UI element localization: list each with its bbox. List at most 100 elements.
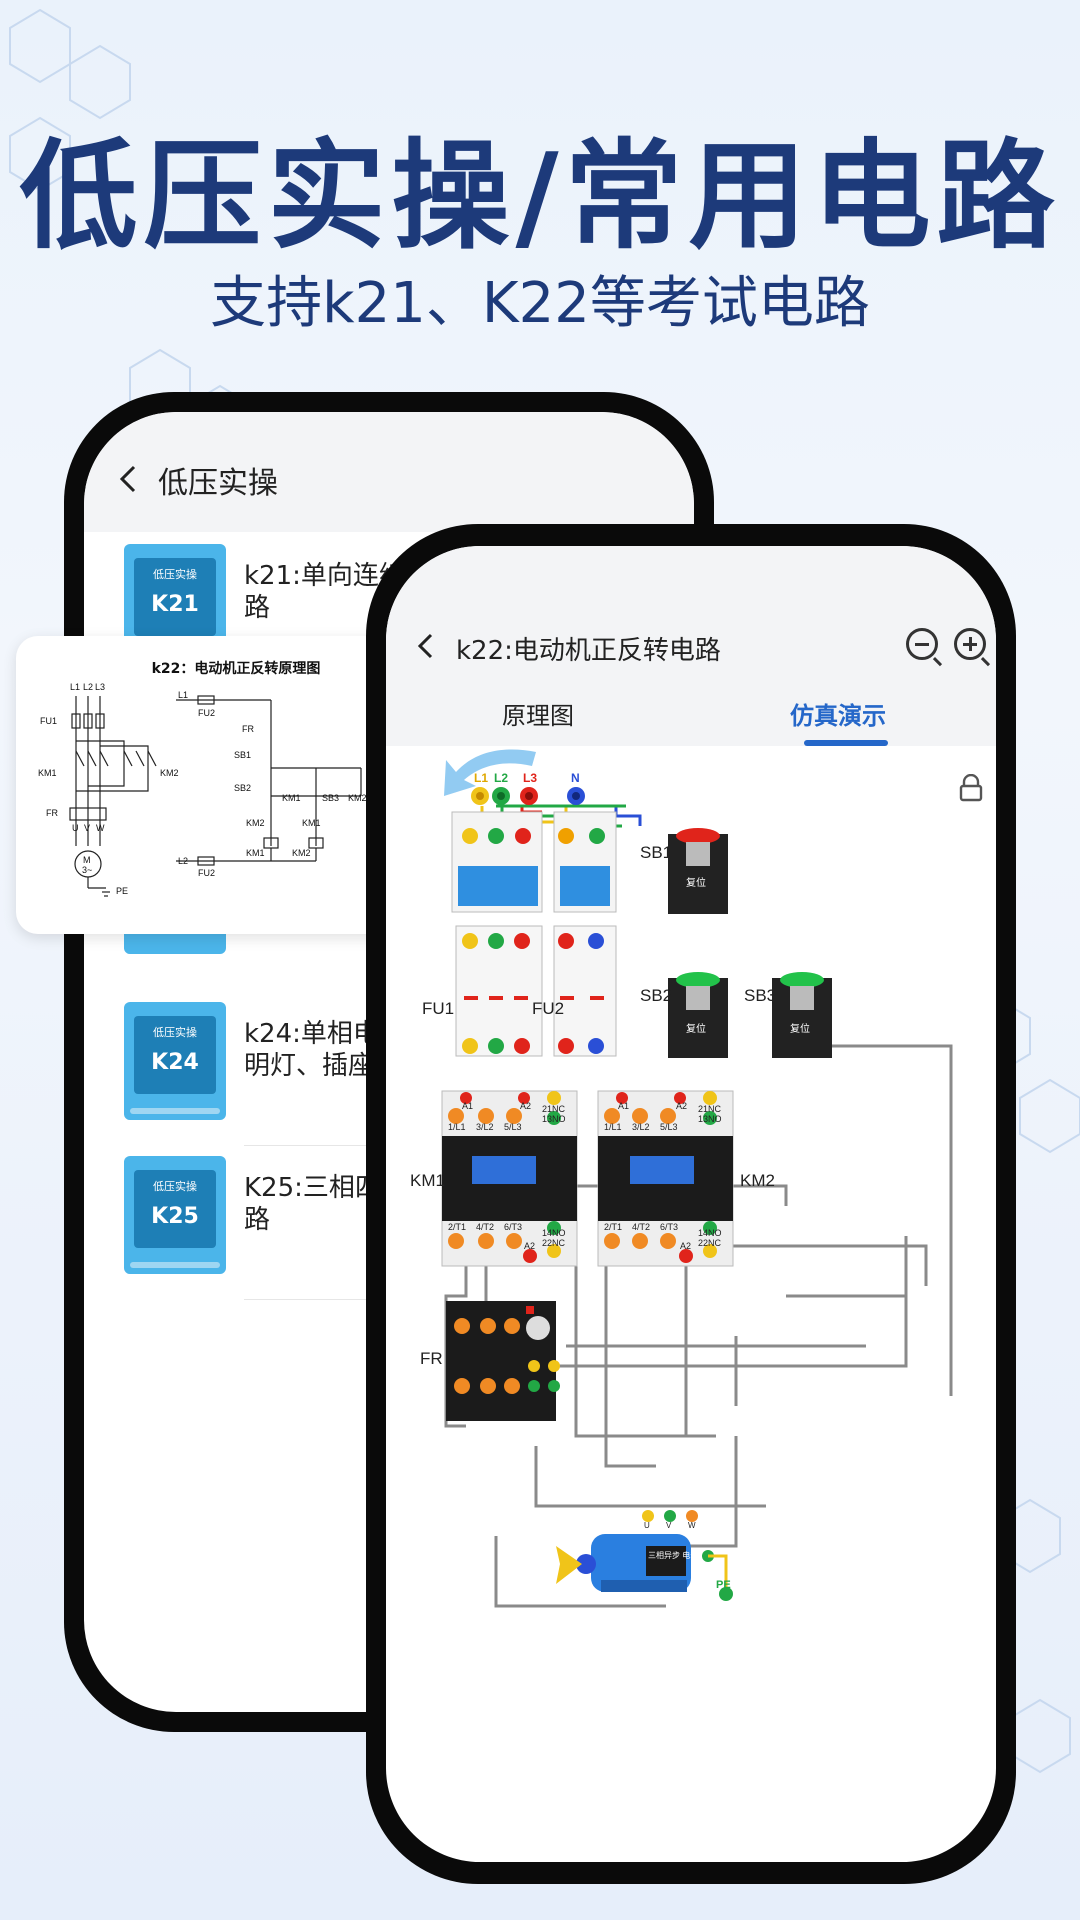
svg-text:L1: L1 <box>70 682 80 692</box>
svg-text:SB3: SB3 <box>744 986 776 1005</box>
active-tab-indicator <box>804 740 888 746</box>
svg-text:KM2: KM2 <box>740 1171 775 1190</box>
svg-text:L2: L2 <box>178 856 188 866</box>
svg-text:5/L3: 5/L3 <box>504 1122 522 1132</box>
svg-text:1/L1: 1/L1 <box>604 1122 622 1132</box>
phone-front-screen: k22:电动机正反转电路 原理图 仿真演示 <box>386 546 996 1862</box>
svg-text:14NO: 14NO <box>542 1228 566 1238</box>
svg-text:V: V <box>84 823 90 833</box>
course-tag: 低压实操 <box>153 1026 197 1039</box>
back-icon[interactable] <box>118 464 138 494</box>
svg-text:KM1: KM1 <box>302 818 321 828</box>
course-code: K25 <box>151 1204 199 1229</box>
svg-text:FU2: FU2 <box>198 868 215 878</box>
circuit-breaker-2p <box>553 811 617 913</box>
svg-text:PE: PE <box>116 886 128 896</box>
svg-text:L3: L3 <box>523 771 537 785</box>
course-book-icon: 低压实操 K24 <box>124 1002 226 1120</box>
contactor-km1 <box>441 1090 578 1267</box>
tab-schematic[interactable]: 原理图 <box>502 702 574 730</box>
lock-icon[interactable] <box>958 774 984 802</box>
svg-text:2/T1: 2/T1 <box>604 1222 622 1232</box>
svg-text:PE: PE <box>716 1579 731 1591</box>
svg-text:FU1: FU1 <box>422 999 454 1018</box>
contactor-km2 <box>597 1090 734 1267</box>
hero-title: 低压实操/常用电路 <box>19 127 1061 265</box>
svg-text:3~: 3~ <box>82 865 92 875</box>
svg-text:KM1: KM1 <box>246 848 265 858</box>
svg-text:4/T2: 4/T2 <box>476 1222 494 1232</box>
svg-text:复位: 复位 <box>686 1022 706 1035</box>
svg-text:KM1: KM1 <box>282 793 301 803</box>
power-terminals <box>471 787 585 805</box>
button-sb2: 复位 <box>668 972 728 1058</box>
header-bar: 低压实操 <box>84 412 694 532</box>
svg-text:KM2: KM2 <box>246 818 265 828</box>
svg-text:W: W <box>688 1521 696 1530</box>
course-code: K21 <box>151 592 199 617</box>
svg-text:M: M <box>83 855 91 865</box>
page-title: 低压实操 <box>158 466 278 501</box>
svg-text:N: N <box>571 771 580 785</box>
svg-text:4/T2: 4/T2 <box>632 1222 650 1232</box>
zoom-in-icon[interactable] <box>954 628 991 667</box>
svg-text:SB2: SB2 <box>234 783 251 793</box>
svg-text:21NC: 21NC <box>542 1104 566 1114</box>
svg-text:复位: 复位 <box>790 1022 810 1035</box>
svg-text:KM2: KM2 <box>292 848 311 858</box>
svg-text:SB2: SB2 <box>640 986 672 1005</box>
svg-text:三相异步 电动机: 三相异步 电动机 <box>648 1550 706 1560</box>
svg-text:KM2: KM2 <box>348 793 367 803</box>
svg-text:SB1: SB1 <box>234 750 251 760</box>
svg-text:L3: L3 <box>95 682 105 692</box>
hero-subtitle: 支持k21、K22等考试电路 <box>210 271 870 336</box>
page-title: k22:电动机正反转电路 <box>456 636 721 666</box>
svg-text:SB1: SB1 <box>640 843 672 862</box>
svg-text:2/T1: 2/T1 <box>448 1222 466 1232</box>
svg-text:FR: FR <box>242 724 254 734</box>
svg-text:L2: L2 <box>83 682 93 692</box>
motor: 三相异步 电动机 <box>556 1510 733 1601</box>
svg-text:A2: A2 <box>676 1101 687 1111</box>
schematic-diagram: L1 L2 L3 FU1 KM1 KM2 FR U V W M 3~ PE L1… <box>38 682 367 897</box>
course-tag: 低压实操 <box>153 568 197 581</box>
svg-text:14NO: 14NO <box>698 1228 722 1238</box>
svg-text:L1: L1 <box>474 771 488 785</box>
svg-text:KM1: KM1 <box>410 1171 445 1190</box>
simulation-diagram: L1 L2 L3 N <box>410 749 953 1608</box>
svg-text:KM1: KM1 <box>38 768 57 778</box>
svg-text:FU2: FU2 <box>532 999 564 1018</box>
svg-text:A2: A2 <box>520 1101 531 1111</box>
course-code: K24 <box>151 1050 199 1075</box>
svg-text:21NC: 21NC <box>698 1104 722 1114</box>
tab-simulation[interactable]: 仿真演示 <box>790 702 886 730</box>
svg-text:FR: FR <box>420 1349 443 1368</box>
svg-text:3/L2: 3/L2 <box>476 1122 494 1132</box>
course-book-icon <box>124 932 226 954</box>
svg-text:1/L1: 1/L1 <box>448 1122 466 1132</box>
svg-text:A2: A2 <box>524 1241 535 1251</box>
circuit-breaker-3p <box>451 811 543 913</box>
button-sb1: 复位 <box>668 828 728 914</box>
fuse-fu1 <box>455 925 543 1057</box>
svg-text:SB3: SB3 <box>322 793 339 803</box>
back-icon[interactable] <box>416 632 434 660</box>
course-book-icon: 低压实操 K25 <box>124 1156 226 1274</box>
svg-text:22NC: 22NC <box>542 1238 566 1248</box>
svg-text:复位: 复位 <box>686 876 706 889</box>
svg-text:W: W <box>96 823 105 833</box>
swipe-hint-arrow <box>444 749 536 796</box>
svg-text:L1: L1 <box>178 690 188 700</box>
svg-text:A1: A1 <box>462 1101 473 1111</box>
phone-front: k22:电动机正反转电路 原理图 仿真演示 <box>366 524 1016 1884</box>
course-tag: 低压实操 <box>153 1180 197 1193</box>
svg-text:FU2: FU2 <box>198 708 215 718</box>
svg-text:A2: A2 <box>680 1241 691 1251</box>
svg-text:13NO: 13NO <box>542 1114 566 1124</box>
header-bar: k22:电动机正反转电路 原理图 仿真演示 <box>386 546 996 746</box>
fuse-fu2 <box>553 925 617 1057</box>
svg-text:V: V <box>666 1521 672 1530</box>
thermal-relay-fr <box>446 1301 560 1421</box>
svg-text:L2: L2 <box>494 771 508 785</box>
zoom-out-icon[interactable] <box>906 628 943 667</box>
